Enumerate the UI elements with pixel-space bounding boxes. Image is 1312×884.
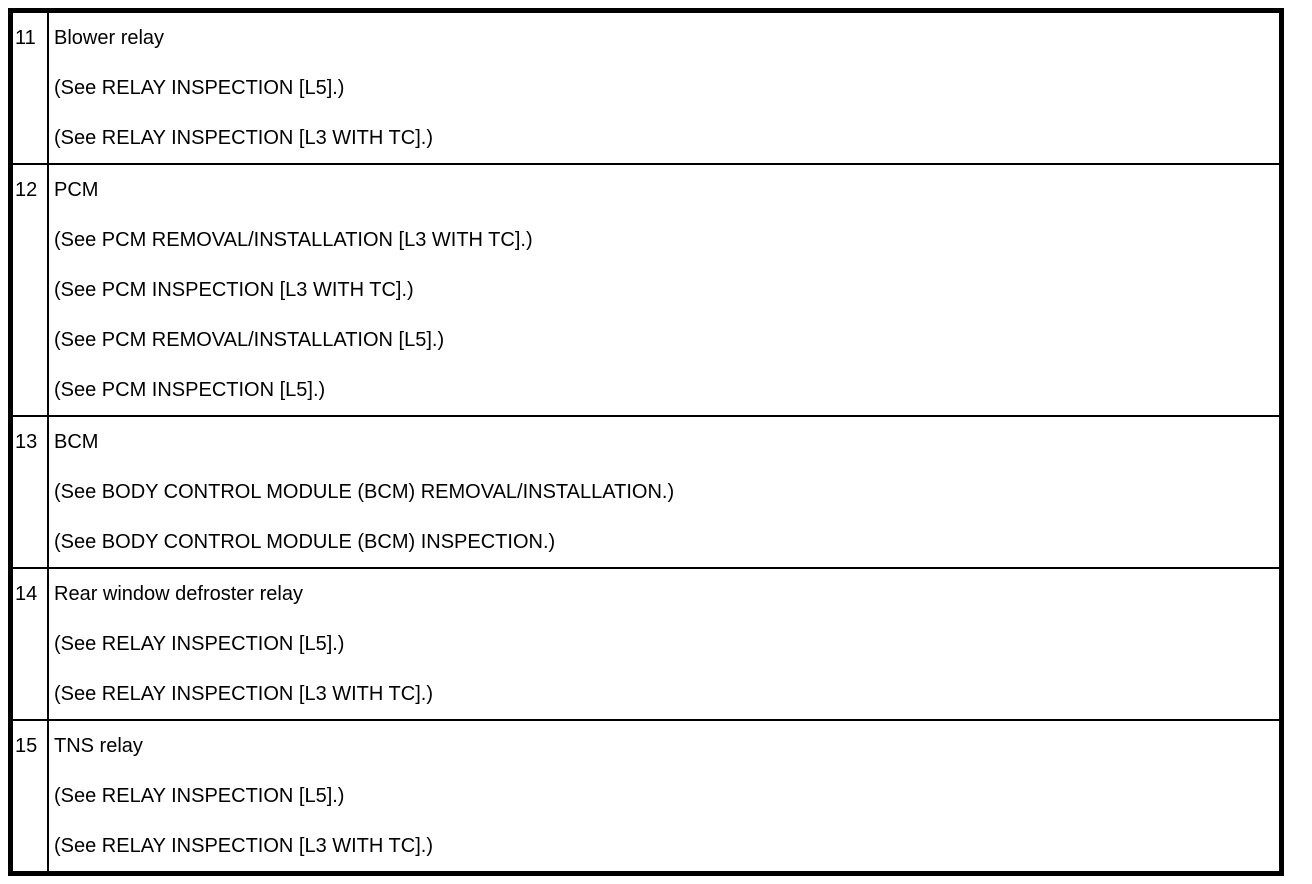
see-reference: (See PCM INSPECTION [L3 WITH TC].) — [54, 279, 414, 301]
component-name: Rear window defroster relay — [54, 583, 303, 605]
table-row: 15 TNS relay (See RELAY INSPECTION [L5].… — [9, 719, 1283, 875]
see-reference: (See PCM REMOVAL/INSTALLATION [L5].) — [54, 329, 445, 351]
row-number-cell: 12 — [9, 163, 49, 417]
see-reference: (See RELAY INSPECTION [L5].) — [54, 77, 345, 99]
row-description-cell: PCM (See PCM REMOVAL/INSTALLATION [L3 WI… — [47, 163, 1283, 417]
row-number-cell: 13 — [9, 415, 49, 569]
table-row: 13 BCM (See BODY CONTROL MODULE (BCM) RE… — [9, 415, 1283, 569]
see-reference: (See RELAY INSPECTION [L3 WITH TC].) — [54, 683, 433, 705]
see-reference: (See RELAY INSPECTION [L3 WITH TC].) — [54, 127, 433, 149]
table-row: 11 Blower relay (See RELAY INSPECTION [L… — [9, 9, 1283, 165]
component-index-table: 11 Blower relay (See RELAY INSPECTION [L… — [8, 8, 1284, 876]
row-number-cell: 15 — [9, 719, 49, 875]
row-number-cell: 14 — [9, 567, 49, 721]
component-name: Blower relay — [54, 27, 165, 49]
component-table-body: 11 Blower relay (See RELAY INSPECTION [L… — [9, 9, 1283, 875]
row-description-cell: TNS relay (See RELAY INSPECTION [L5].) (S… — [47, 719, 1283, 875]
see-reference: (See BODY CONTROL MODULE (BCM) REMOVAL/I… — [54, 481, 675, 503]
see-reference: (See BODY CONTROL MODULE (BCM) INSPECTIO… — [54, 531, 556, 553]
component-name: TNS relay — [54, 735, 143, 757]
table-row: 12 PCM (See PCM REMOVAL/INSTALLATION [L3… — [9, 163, 1283, 417]
table-row: 14 Rear window defroster relay (See RELA… — [9, 567, 1283, 721]
row-description-cell: Rear window defroster relay (See RELAY I… — [47, 567, 1283, 721]
row-number-cell: 11 — [9, 9, 49, 165]
see-reference: (See RELAY INSPECTION [L5].) — [54, 633, 345, 655]
see-reference: (See PCM REMOVAL/INSTALLATION [L3 WITH T… — [54, 229, 533, 251]
row-number: 11 — [15, 27, 36, 49]
see-reference: (See RELAY INSPECTION [L5].) — [54, 785, 345, 807]
component-name: BCM — [54, 431, 99, 453]
row-number: 15 — [15, 735, 38, 757]
row-number: 13 — [15, 431, 38, 453]
see-reference: (See RELAY INSPECTION [L3 WITH TC].) — [54, 835, 433, 857]
row-number: 14 — [15, 583, 38, 605]
row-description-cell: BCM (See BODY CONTROL MODULE (BCM) REMOV… — [47, 415, 1283, 569]
row-description-cell: Blower relay (See RELAY INSPECTION [L5].… — [47, 9, 1283, 165]
see-reference: (See PCM INSPECTION [L5].) — [54, 379, 326, 401]
row-number: 12 — [15, 179, 38, 201]
component-name: PCM — [54, 179, 99, 201]
